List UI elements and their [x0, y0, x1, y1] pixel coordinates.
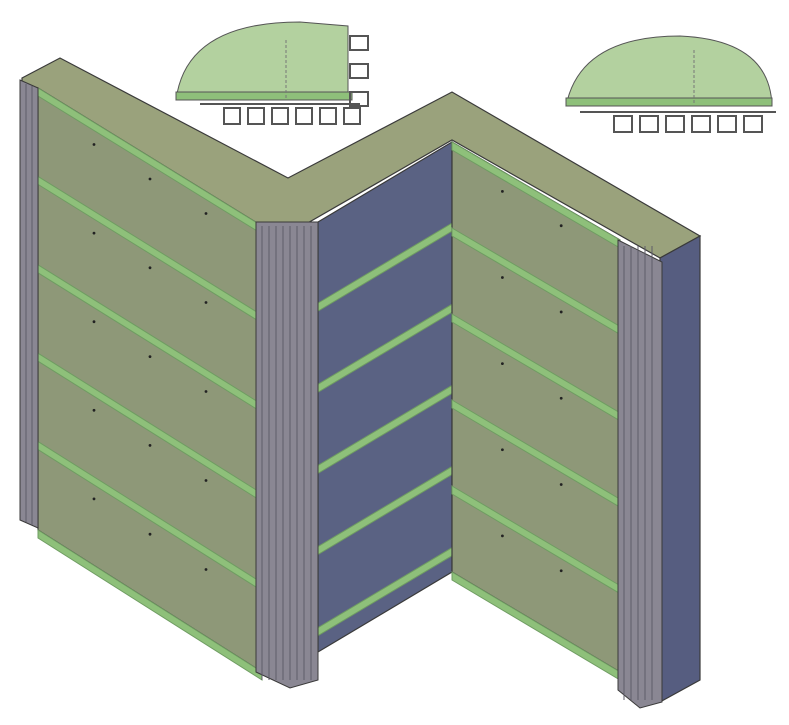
profile-box	[613, 115, 633, 133]
profile-box	[717, 115, 737, 133]
corner-post-body	[255, 221, 319, 689]
screw-dot-icon	[559, 396, 563, 400]
screw-dot-icon	[501, 448, 504, 452]
profile-box	[665, 115, 685, 133]
profile-box	[343, 107, 361, 125]
right-wing	[451, 140, 621, 681]
profile-box	[271, 107, 289, 125]
screw-dot-icon	[148, 355, 152, 358]
screw-dot-icon	[92, 231, 96, 235]
screw-dot-icon	[204, 301, 208, 304]
corner-profile-detail	[175, 21, 369, 125]
left-wing	[37, 86, 263, 681]
screw-dot-icon	[559, 310, 563, 314]
screw-dot-icon	[204, 479, 208, 482]
screw-dot-icon	[559, 224, 563, 228]
screw-dot-icon	[204, 212, 208, 215]
right-post	[617, 239, 663, 709]
screw-dot-icon	[148, 444, 152, 447]
right-end-blue-face	[659, 234, 701, 704]
screw-dot-icon	[92, 497, 96, 501]
profile-box	[295, 107, 313, 125]
screw-dot-icon	[148, 177, 152, 181]
screw-dot-icon	[559, 483, 563, 486]
inner-blue-wall	[317, 140, 453, 654]
profile-box	[639, 115, 659, 133]
profile-box	[247, 107, 265, 125]
screw-dot-icon	[148, 266, 152, 270]
left-wing-fasteners	[92, 143, 208, 571]
screw-dot-icon	[92, 320, 96, 324]
left-end-post	[19, 79, 39, 529]
profile-box	[691, 115, 711, 133]
screw-dot-icon	[92, 143, 96, 146]
corner-post	[255, 221, 319, 689]
profile-box	[223, 107, 241, 125]
screw-dot-icon	[92, 408, 96, 412]
inner-blue-wall-rails	[317, 222, 453, 637]
end-profile-detail	[565, 35, 776, 133]
screw-dot-icon	[501, 276, 504, 279]
screw-dot-icon	[501, 190, 504, 193]
screw-dot-icon	[559, 569, 563, 573]
right-wing-fasteners	[501, 190, 563, 573]
profile-box	[743, 115, 763, 133]
left-wing-rails	[37, 87, 263, 681]
right-wing-rails	[451, 141, 621, 681]
left-end-post-body	[19, 79, 39, 529]
right-post-body	[617, 239, 663, 709]
screw-dot-icon	[204, 390, 208, 393]
corner-profile-cap-shape	[175, 21, 349, 101]
end-profile-cap-shape	[565, 35, 773, 107]
screw-dot-icon	[204, 568, 208, 571]
screw-dot-icon	[501, 362, 504, 366]
profile-box	[319, 107, 337, 125]
screw-dot-icon	[148, 532, 152, 536]
screw-dot-icon	[501, 534, 504, 538]
